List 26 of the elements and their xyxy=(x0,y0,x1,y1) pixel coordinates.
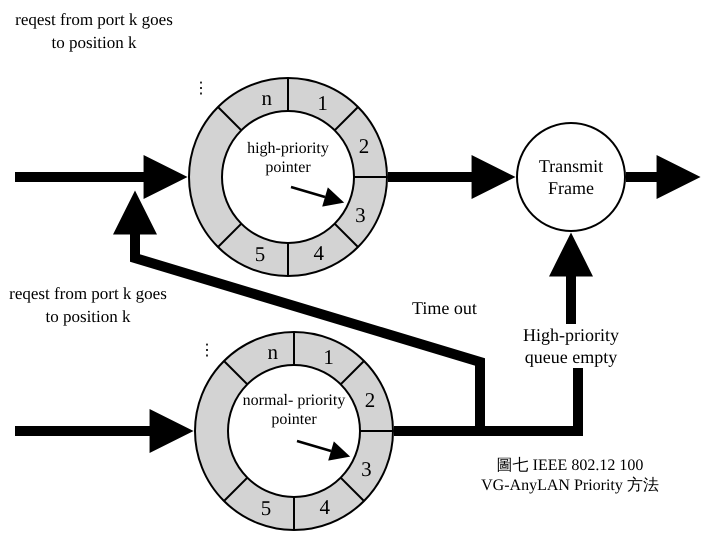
pointer-label: normal- priority pointer xyxy=(242,391,346,429)
segment-number: 2 xyxy=(358,133,370,160)
segment-number: 3 xyxy=(360,456,373,482)
caption: 圖七 IEEE 802.12 100 VG-AnyLAN Priority 方法 xyxy=(480,456,660,496)
segment-number: 1 xyxy=(322,344,335,370)
segment-number: 1 xyxy=(316,90,329,116)
segment-number: n xyxy=(266,338,280,365)
arrow xyxy=(15,155,188,199)
arrow xyxy=(388,155,516,199)
segment-number: 5 xyxy=(260,495,272,522)
arrow xyxy=(549,232,593,324)
note-text: reqest from port k goes to position k xyxy=(14,9,174,54)
segment-number: 4 xyxy=(312,240,325,266)
ellipsis-mark: ⋮ xyxy=(193,78,209,98)
segment-number: 3 xyxy=(354,202,367,228)
note-text: reqest from port k goes to position k xyxy=(8,283,168,328)
segment-number: n xyxy=(260,84,274,111)
segment-number: 2 xyxy=(364,387,376,414)
segment-number: 4 xyxy=(318,494,331,520)
process-circle: Transmit Frame xyxy=(516,122,626,232)
ellipsis-mark: ⋮ xyxy=(199,340,215,360)
arrow xyxy=(15,409,194,453)
condition-label: High-priority queue empty xyxy=(500,324,642,368)
arrow xyxy=(626,155,701,199)
segment-number: 5 xyxy=(254,241,266,268)
pointer-label: high-priority pointer xyxy=(246,139,330,177)
